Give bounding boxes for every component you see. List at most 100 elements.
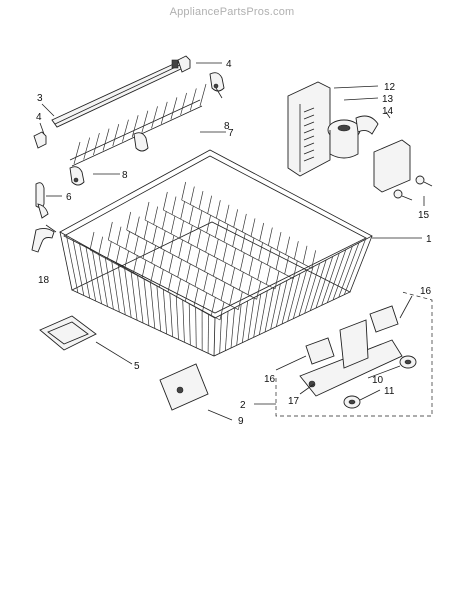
callout-2: 2: [240, 400, 246, 411]
callout-16-right: 16: [420, 286, 432, 297]
wire-line: [233, 209, 239, 228]
wire-line: [143, 278, 150, 326]
wire-line: [122, 119, 129, 142]
wire-line: [230, 307, 235, 349]
wire-line: [247, 297, 255, 341]
wire-line: [111, 260, 120, 313]
wire-line: [124, 267, 132, 318]
wire-line: [202, 292, 208, 311]
wire-line: [241, 213, 247, 232]
callout-10: 10: [372, 375, 384, 386]
wire-line: [169, 292, 173, 337]
wire-line: [151, 106, 158, 129]
adjuster-button-right: [369, 305, 399, 333]
wire-line: [187, 224, 193, 244]
wire-line: [142, 240, 148, 259]
wire-line: [144, 219, 276, 290]
wire-line: [275, 280, 288, 327]
wire-line: [327, 249, 347, 303]
wire-line: [264, 287, 275, 333]
wire-line: [231, 247, 237, 267]
rail-end-cap-top: [177, 55, 191, 73]
wire-line: [112, 124, 120, 147]
rack-handle: [39, 315, 97, 351]
wire-line: [303, 128, 315, 134]
wire-line: [194, 268, 200, 287]
wire-line: [130, 271, 138, 321]
wire-line: [266, 246, 272, 266]
wire-line: [303, 107, 315, 113]
wire-line: [224, 204, 230, 223]
wire-line: [170, 97, 178, 120]
wire-line: [230, 267, 236, 286]
wire-line: [309, 259, 327, 311]
wire-line: [162, 289, 168, 335]
wire-line: [117, 264, 126, 315]
wire-line: [223, 223, 229, 243]
callout-9: 9: [238, 416, 244, 427]
water-feed-manifold: [287, 81, 331, 177]
rack-side-wires-left: [66, 235, 209, 354]
wire-line: [236, 304, 242, 346]
wire-line: [73, 141, 81, 165]
wire-line: [85, 246, 97, 302]
wire-line: [287, 273, 301, 322]
wire-line: [281, 276, 294, 325]
wire-line: [303, 142, 315, 148]
wire-line: [169, 235, 175, 254]
wire-line: [108, 239, 239, 310]
wire-line: [204, 253, 210, 272]
wire-line: [249, 237, 255, 256]
wire-line: [83, 137, 91, 160]
callout-15: 15: [418, 210, 430, 221]
wire-line: [275, 251, 281, 270]
shelf-clip-left: [69, 166, 85, 186]
wire-line: [162, 191, 168, 211]
rack-tines: [89, 181, 317, 321]
wire-line: [150, 264, 156, 283]
rack-adjuster-left: [159, 363, 209, 411]
callout-4-left: 4: [36, 112, 42, 123]
callout-4-top: 4: [226, 59, 232, 70]
wire-line: [176, 278, 182, 297]
wire-line: [303, 149, 315, 155]
wire-line: [106, 241, 112, 260]
wire-line: [210, 297, 216, 316]
wire-line: [184, 283, 190, 302]
wire-line: [221, 262, 227, 281]
wire-line: [159, 249, 165, 268]
callout-12: 12: [384, 82, 396, 93]
callout-5: 5: [134, 361, 140, 372]
wire-line: [137, 274, 144, 324]
wire-line: [79, 242, 91, 299]
wire-line: [338, 242, 360, 298]
wire-line: [303, 121, 315, 127]
wire-line: [163, 209, 294, 279]
wire-line: [125, 231, 131, 250]
callout-1: 1: [426, 234, 432, 245]
wire-line: [258, 242, 264, 261]
wire-line: [179, 220, 185, 239]
wire-line: [303, 114, 315, 120]
wire-line: [126, 211, 132, 231]
wire-line: [158, 269, 164, 288]
wire-line: [180, 92, 187, 116]
rack-side-wires-right: [219, 239, 366, 354]
wire-line: [270, 283, 281, 330]
wire-line: [240, 233, 246, 252]
callout-16-left: 16: [264, 374, 276, 385]
wire-line: [256, 281, 262, 300]
wire-line: [89, 231, 95, 251]
callout-11: 11: [384, 386, 395, 397]
wire-line: [241, 300, 249, 343]
wire-line: [303, 156, 315, 162]
watermark: AppliancePartsPros.com: [169, 6, 295, 18]
shelf-clip-center: [133, 132, 149, 152]
wire-line: [303, 135, 315, 141]
wire-line: [66, 235, 79, 293]
wire-line: [150, 282, 156, 329]
wire-line: [219, 301, 225, 321]
wire-line: [197, 210, 203, 229]
wire-line: [186, 244, 192, 263]
wire-line: [160, 230, 166, 249]
